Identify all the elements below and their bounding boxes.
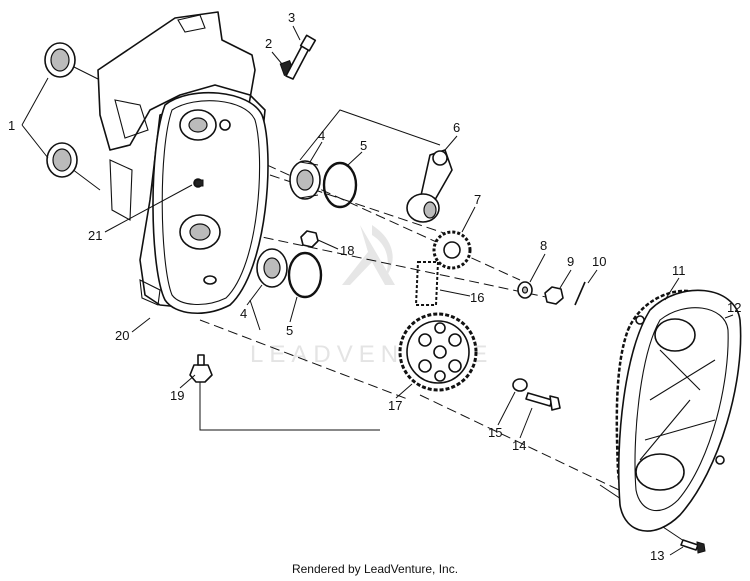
lower-sprocket bbox=[398, 312, 478, 392]
seal-bottom bbox=[46, 142, 78, 178]
upper-sprocket bbox=[432, 230, 472, 270]
snap-ring-lower bbox=[287, 251, 323, 299]
callout-11: 11 bbox=[672, 263, 686, 278]
callout-5-upper: 5 bbox=[360, 138, 367, 153]
bearing-lower bbox=[256, 248, 288, 288]
bolt-13 bbox=[680, 539, 706, 554]
washer-8 bbox=[517, 281, 533, 299]
callout-6: 6 bbox=[453, 120, 460, 135]
callout-4-upper: 4 bbox=[318, 128, 325, 143]
callout-8: 8 bbox=[540, 238, 547, 253]
washer-15 bbox=[512, 378, 528, 392]
callout-9: 9 bbox=[567, 254, 574, 269]
adjuster-bolt-3 bbox=[285, 34, 317, 80]
callout-15: 15 bbox=[488, 425, 502, 440]
bolt-14 bbox=[525, 392, 561, 411]
callout-12: 12 bbox=[727, 300, 741, 315]
snap-ring-upper bbox=[322, 161, 358, 209]
callout-1: 1 bbox=[8, 118, 15, 133]
callout-19: 19 bbox=[170, 388, 184, 403]
callout-16: 16 bbox=[470, 290, 484, 305]
chain-tensioner bbox=[406, 149, 453, 223]
callout-13: 13 bbox=[650, 548, 664, 563]
callout-7: 7 bbox=[474, 192, 481, 207]
bearing-upper bbox=[289, 160, 321, 200]
drive-chain bbox=[414, 261, 440, 306]
callout-21: 21 bbox=[88, 228, 102, 243]
nut-9 bbox=[544, 286, 564, 305]
callout-10: 10 bbox=[592, 254, 606, 269]
stud-21 bbox=[194, 179, 204, 187]
callout-20: 20 bbox=[115, 328, 129, 343]
seal-top bbox=[44, 42, 76, 78]
callout-14: 14 bbox=[512, 438, 526, 453]
nut-18 bbox=[300, 230, 319, 248]
callout-17: 17 bbox=[388, 398, 402, 413]
chaincase-cover bbox=[618, 289, 742, 532]
callout-2: 2 bbox=[265, 36, 272, 51]
callout-18: 18 bbox=[340, 243, 354, 258]
leader-lines bbox=[21, 25, 734, 556]
drain-plug-19 bbox=[189, 354, 213, 383]
render-credit: Rendered by LeadVenture, Inc. bbox=[291, 562, 459, 576]
callout-4-lower: 4 bbox=[240, 306, 247, 321]
callout-3: 3 bbox=[288, 10, 295, 25]
cotter-pin-10 bbox=[574, 281, 586, 306]
assembly-lines bbox=[59, 59, 691, 546]
chaincase-housing bbox=[97, 11, 269, 315]
callouts: 1 2 3 4 4 5 5 6 7 8 9 10 11 12 13 14 15 … bbox=[8, 10, 741, 563]
callout-5-lower: 5 bbox=[286, 323, 293, 338]
